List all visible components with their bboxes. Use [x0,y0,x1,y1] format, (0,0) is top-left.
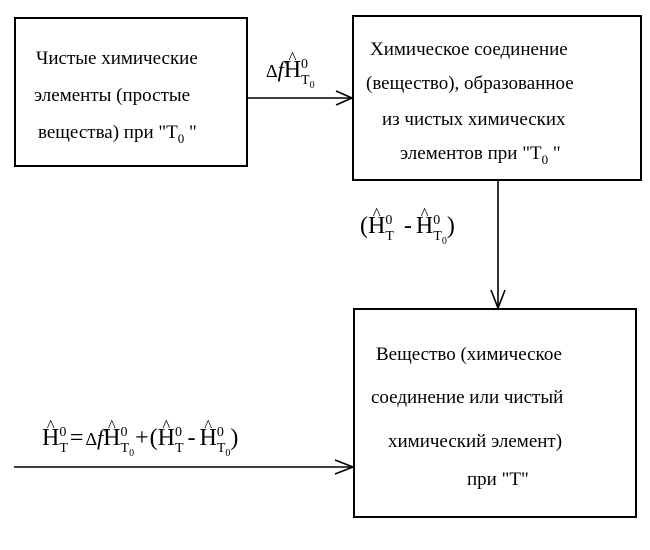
formula-formation-delta: Δ [266,61,278,81]
formula-total-h-a: ^H [103,417,121,451]
formula-diff-sub1: T [385,229,394,244]
formula-total-h-b: ^H [157,417,175,451]
formula-total-h-lhs: ^H [42,417,60,451]
formula-diff-sup2: 0 [433,213,441,228]
formula-diff-sub2-0: 0 [441,235,447,247]
box-substance-line-1: Вещество (химическое [376,344,562,365]
formula-total-sup-a: 0 [120,425,128,440]
formula-total-close: ) [230,425,239,451]
box-pure-elements-line-3: вещества) при "Т0 " [38,123,197,145]
formula-total-sub-a: T0 [121,442,135,459]
formula-total-delta: Δ [85,429,98,449]
formula-total-equals: = [69,425,84,451]
formula-diff-open: ( [360,213,368,239]
formula-formation-sub-0: 0 [309,79,315,91]
box-pure-elements-quote: " [189,122,197,143]
box-compound-line-2: (вещество), образованное [366,73,574,94]
formula-diff-hat1: ^ [372,203,381,223]
formula-formation-sub: T0 [301,74,315,91]
formula-diff-sub2: T0 [433,230,447,247]
formula-total-hat-b: ^ [162,415,171,435]
formula-total-sub-c-0: 0 [225,447,231,459]
formula-total-sup-lhs: 0 [59,425,67,440]
box-compound: Химическое соединение (вещество), образо… [352,15,642,181]
formula-total-plus: + [135,425,149,451]
box-substance-at-t: Вещество (химическое соединение или чист… [353,308,637,518]
formula-diff-hat2: ^ [420,203,429,223]
formula-total-hat-lhs: ^ [46,415,55,435]
formula-formation-h-letter: H [283,57,302,83]
formula-total-h-a-letter: H [103,425,121,451]
formula-diff-h1-letter: H [368,213,386,239]
box-compound-line-4: элементов при "Т0 " [400,144,561,166]
formula-total-sub-a-t: T [120,441,130,456]
formula-diff-sup1: 0 [385,213,393,228]
formula-total-sub-lhs: T [59,441,68,456]
formula-total-sub-c: T0 [217,442,231,459]
box-compound-line-1: Химическое соединение [370,39,568,60]
box-compound-line-4-text: элементов при "Т [400,143,542,164]
formula-diff-h2-letter: H [415,213,434,239]
formula-total-sub-a-0: 0 [129,447,135,459]
formula-total-h-b-letter: H [157,425,175,451]
formula-formation-h: ^H [283,49,302,83]
box-substance-line-4: при "Т" [467,469,529,490]
formula-total-sub-c-t: T [216,441,226,456]
box-pure-elements: Чистые химические элементы (простые веще… [14,17,248,167]
formula-total-minus: - [187,425,196,451]
formula-total-sup-c: 0 [216,425,224,440]
formula-formation-f: f [277,57,284,82]
formula-total-hat-a: ^ [107,415,116,435]
box-pure-elements-line-1: Чистые химические [36,48,198,69]
formula-total-h-c: ^H [199,417,217,451]
formula-formation-sub-t: T [301,73,310,88]
box-compound-line-3: из чистых химических [382,109,566,130]
formula-formation-sup: 0 [301,57,309,72]
formula-formation-hat: ^ [288,47,297,67]
formula-diff-sub2-t: T [433,229,442,244]
formula-diff-h2: ^H [415,205,434,239]
box-compound-subscript: 0 [541,151,549,167]
formula-total-hat-c: ^ [204,415,213,435]
box-pure-elements-line-3-text: вещества) при "Т [38,122,178,143]
box-substance-line-3: химический элемент) [388,431,563,452]
formula-total-h-c-letter: H [199,425,217,451]
formula-total-open: ( [149,425,158,451]
formula-total-sup-b: 0 [174,425,182,440]
formula-diff-close: ) [446,213,455,239]
formula-diff-minus: - [403,213,412,239]
formula-total-sub-b: T [174,441,184,456]
formula-total-h-lhs-letter: H [42,425,60,451]
formula-total-f: f [97,425,104,450]
box-substance-line-2: соединение или чистый [371,387,564,408]
box-pure-elements-line-2: элементы (простые [34,85,191,106]
formula-diff-h1: ^H [368,205,386,239]
box-pure-elements-subscript: 0 [177,130,185,146]
box-compound-quote: " [552,143,561,164]
